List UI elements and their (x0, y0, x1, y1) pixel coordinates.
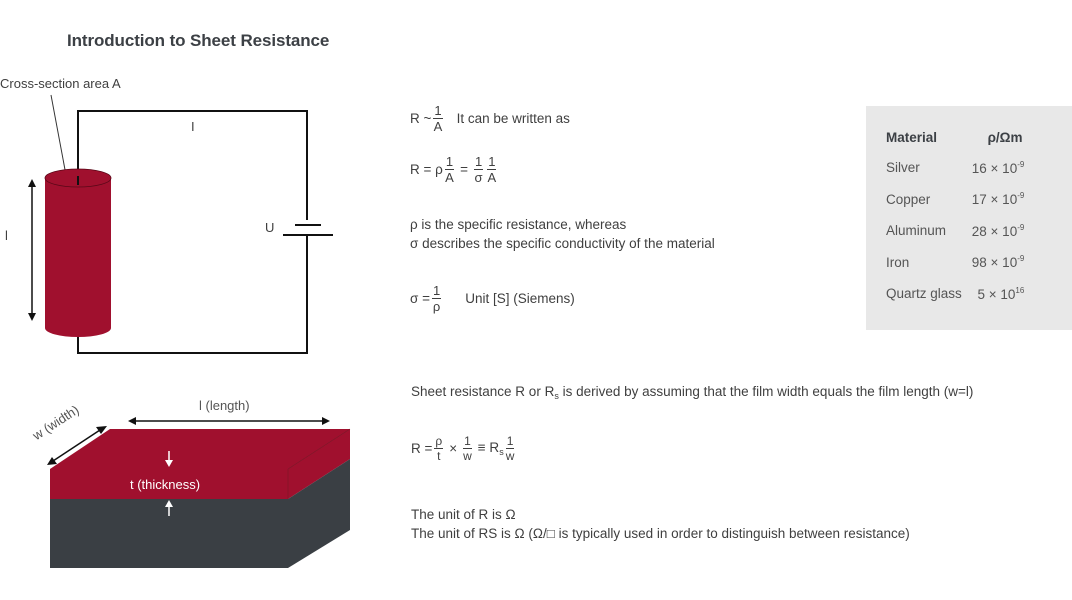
length-arrow-icon (28, 179, 36, 321)
film-thickness-label: t (thickness) (130, 477, 201, 492)
material-cell: Silver (886, 160, 920, 176)
unit-description: The unit of R is Ω The unit of RS is Ω (… (411, 505, 910, 543)
description: ρ is the specific resistance, whereas σ … (410, 215, 715, 253)
formula-text: R ~ (410, 111, 432, 126)
length-arrow-icon (128, 417, 330, 425)
unit-note: Unit [S] (Siemens) (465, 291, 575, 306)
resistivity-table: Material ρ/Ωm Silver 16 × 10-9 Copper 17… (866, 106, 1072, 330)
sheet-intro: Sheet resistance R or Rs is derived by a… (411, 384, 974, 401)
table-row: Copper 17 × 10-9 (886, 184, 1024, 216)
unit-line: The unit of RS is Ω (Ω/□ is typically us… (411, 526, 910, 541)
cross-section-label: Cross-section area A (0, 76, 121, 91)
resistivity-cell: 17 × 10-9 (971, 191, 1025, 208)
film-length-label: l (length) (199, 398, 250, 413)
formula-note: It can be written as (456, 111, 570, 126)
material-cell: Iron (886, 254, 910, 270)
circuit-diagram (28, 94, 333, 354)
film-block-icon (50, 428, 351, 568)
film-block-diagram (47, 417, 351, 568)
width-arrow-icon (47, 426, 107, 465)
resistivity-cell: 16 × 10-9 (971, 159, 1025, 176)
description-line: ρ is the specific resistance, whereas (410, 217, 627, 232)
page-title: Introduction to Sheet Resistance (67, 31, 330, 50)
material-cell: Quartz glass (886, 286, 962, 302)
equals-sign: = (460, 162, 468, 177)
wire-bottom (77, 235, 308, 354)
voltage-label: U (265, 220, 275, 235)
unit-line: The unit of R is Ω (411, 507, 516, 522)
formula-text: R = ρ (410, 162, 443, 177)
resistivity-cell: 98 × 10-9 (971, 254, 1025, 271)
length-label: l (5, 228, 8, 243)
table-row: Iron 98 × 10-9 (886, 247, 1024, 279)
material-cell: Aluminum (886, 223, 947, 239)
table-row: Silver 16 × 10-9 (886, 152, 1024, 184)
current-label: I (191, 119, 195, 134)
table-header-row: Material ρ/Ωm (886, 122, 1024, 152)
resistivity-cell: 5 × 1016 (977, 285, 1025, 302)
times-sign: × (449, 441, 458, 456)
column-header-resistivity: ρ/Ωm (987, 129, 1023, 145)
material-cell: Copper (886, 191, 931, 207)
table-row: Quartz glass 5 × 1016 (886, 278, 1024, 310)
equiv-text: ≡ Rs (477, 440, 504, 457)
thickness-arrow-up-icon (165, 500, 173, 516)
battery-icon (283, 224, 333, 236)
formula-text: R = (411, 441, 433, 456)
cylinder-resistor-icon (44, 168, 112, 337)
leader-line (50, 94, 67, 176)
wire-top (77, 110, 308, 220)
thickness-arrow-down-icon (165, 451, 173, 467)
description-line: σ describes the specific conductivity of… (410, 236, 715, 251)
resistivity-cell: 28 × 10-9 (971, 222, 1025, 239)
formula-text: σ = (410, 291, 430, 306)
column-header-material: Material (886, 129, 938, 145)
table-row: Aluminum 28 × 10-9 (886, 215, 1024, 247)
